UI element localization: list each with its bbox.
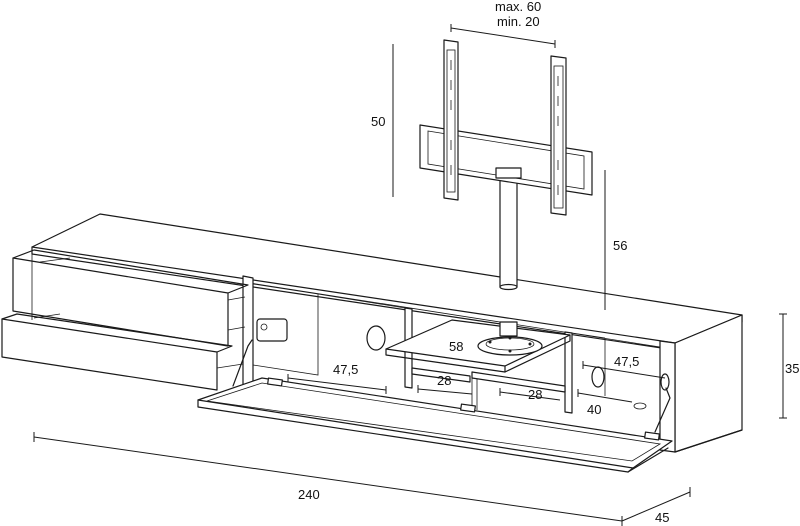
fold-down-flap (197, 318, 673, 473)
vesa-mount (419, 39, 593, 216)
label-shelf-width: 58 (449, 339, 463, 354)
lower-drawer-front (1, 318, 218, 391)
label-mount-spacing-min: min. 20 (497, 14, 540, 29)
dimension-lines (33, 24, 787, 526)
tv-column (499, 174, 518, 291)
label-compartment-right: 40 (587, 402, 601, 417)
label-mount-height: 50 (371, 114, 385, 129)
label-compartment-mid-a: 28 (437, 373, 451, 388)
label-cabinet-height: 35 (785, 361, 799, 376)
drawers (1, 249, 249, 391)
label-column-height: 56 (613, 238, 627, 253)
cabinet-body (31, 213, 743, 453)
label-depth: 45 (655, 510, 669, 525)
label-total-width: 240 (298, 487, 320, 502)
mount-slots (450, 60, 559, 195)
label-compartment-mid-b: 28 (528, 387, 542, 402)
label-mount-spacing-max: max. 60 (495, 0, 541, 14)
label-inner-right-width: 47,5 (614, 354, 639, 369)
label-inner-left-width: 47,5 (333, 362, 358, 377)
dimension-labels: max. 60 min. 20 50 56 35 240 45 58 47,5 … (298, 0, 799, 525)
center-shelf (385, 319, 571, 373)
